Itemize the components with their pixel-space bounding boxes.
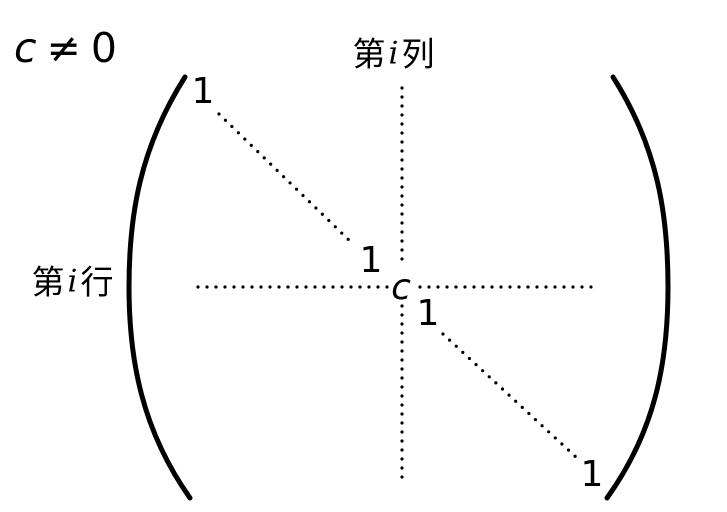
diagonal-one-bottom-right: 1 [580, 454, 604, 495]
condition-formula: c ≠ 0 [14, 28, 117, 69]
matrix-center-entry-c: c [391, 267, 411, 308]
not-equal-sign: ≠ [46, 24, 81, 72]
row-label-prefix: 第 [31, 262, 66, 302]
condition-variable: c [14, 24, 37, 72]
row-index-i: i [67, 263, 79, 300]
column-label-suffix: 列 [401, 34, 436, 74]
left-paren [126, 74, 193, 501]
diagonal-one-top-left: 1 [191, 71, 215, 112]
diagonal-dotted-line-upper [217, 112, 355, 246]
condition-value: 0 [90, 24, 117, 72]
row-label-suffix: 行 [80, 262, 115, 302]
diagonal-one-below-center: 1 [416, 293, 440, 334]
diagonal-dotted-line-lower [441, 332, 579, 460]
column-label-prefix: 第 [352, 34, 387, 74]
column-index-i: i [388, 35, 400, 72]
diagonal-one-above-center: 1 [359, 240, 383, 281]
row-label: 第 i 行 [32, 266, 115, 299]
column-label: 第 i 列 [353, 38, 436, 71]
right-paren [604, 74, 671, 501]
